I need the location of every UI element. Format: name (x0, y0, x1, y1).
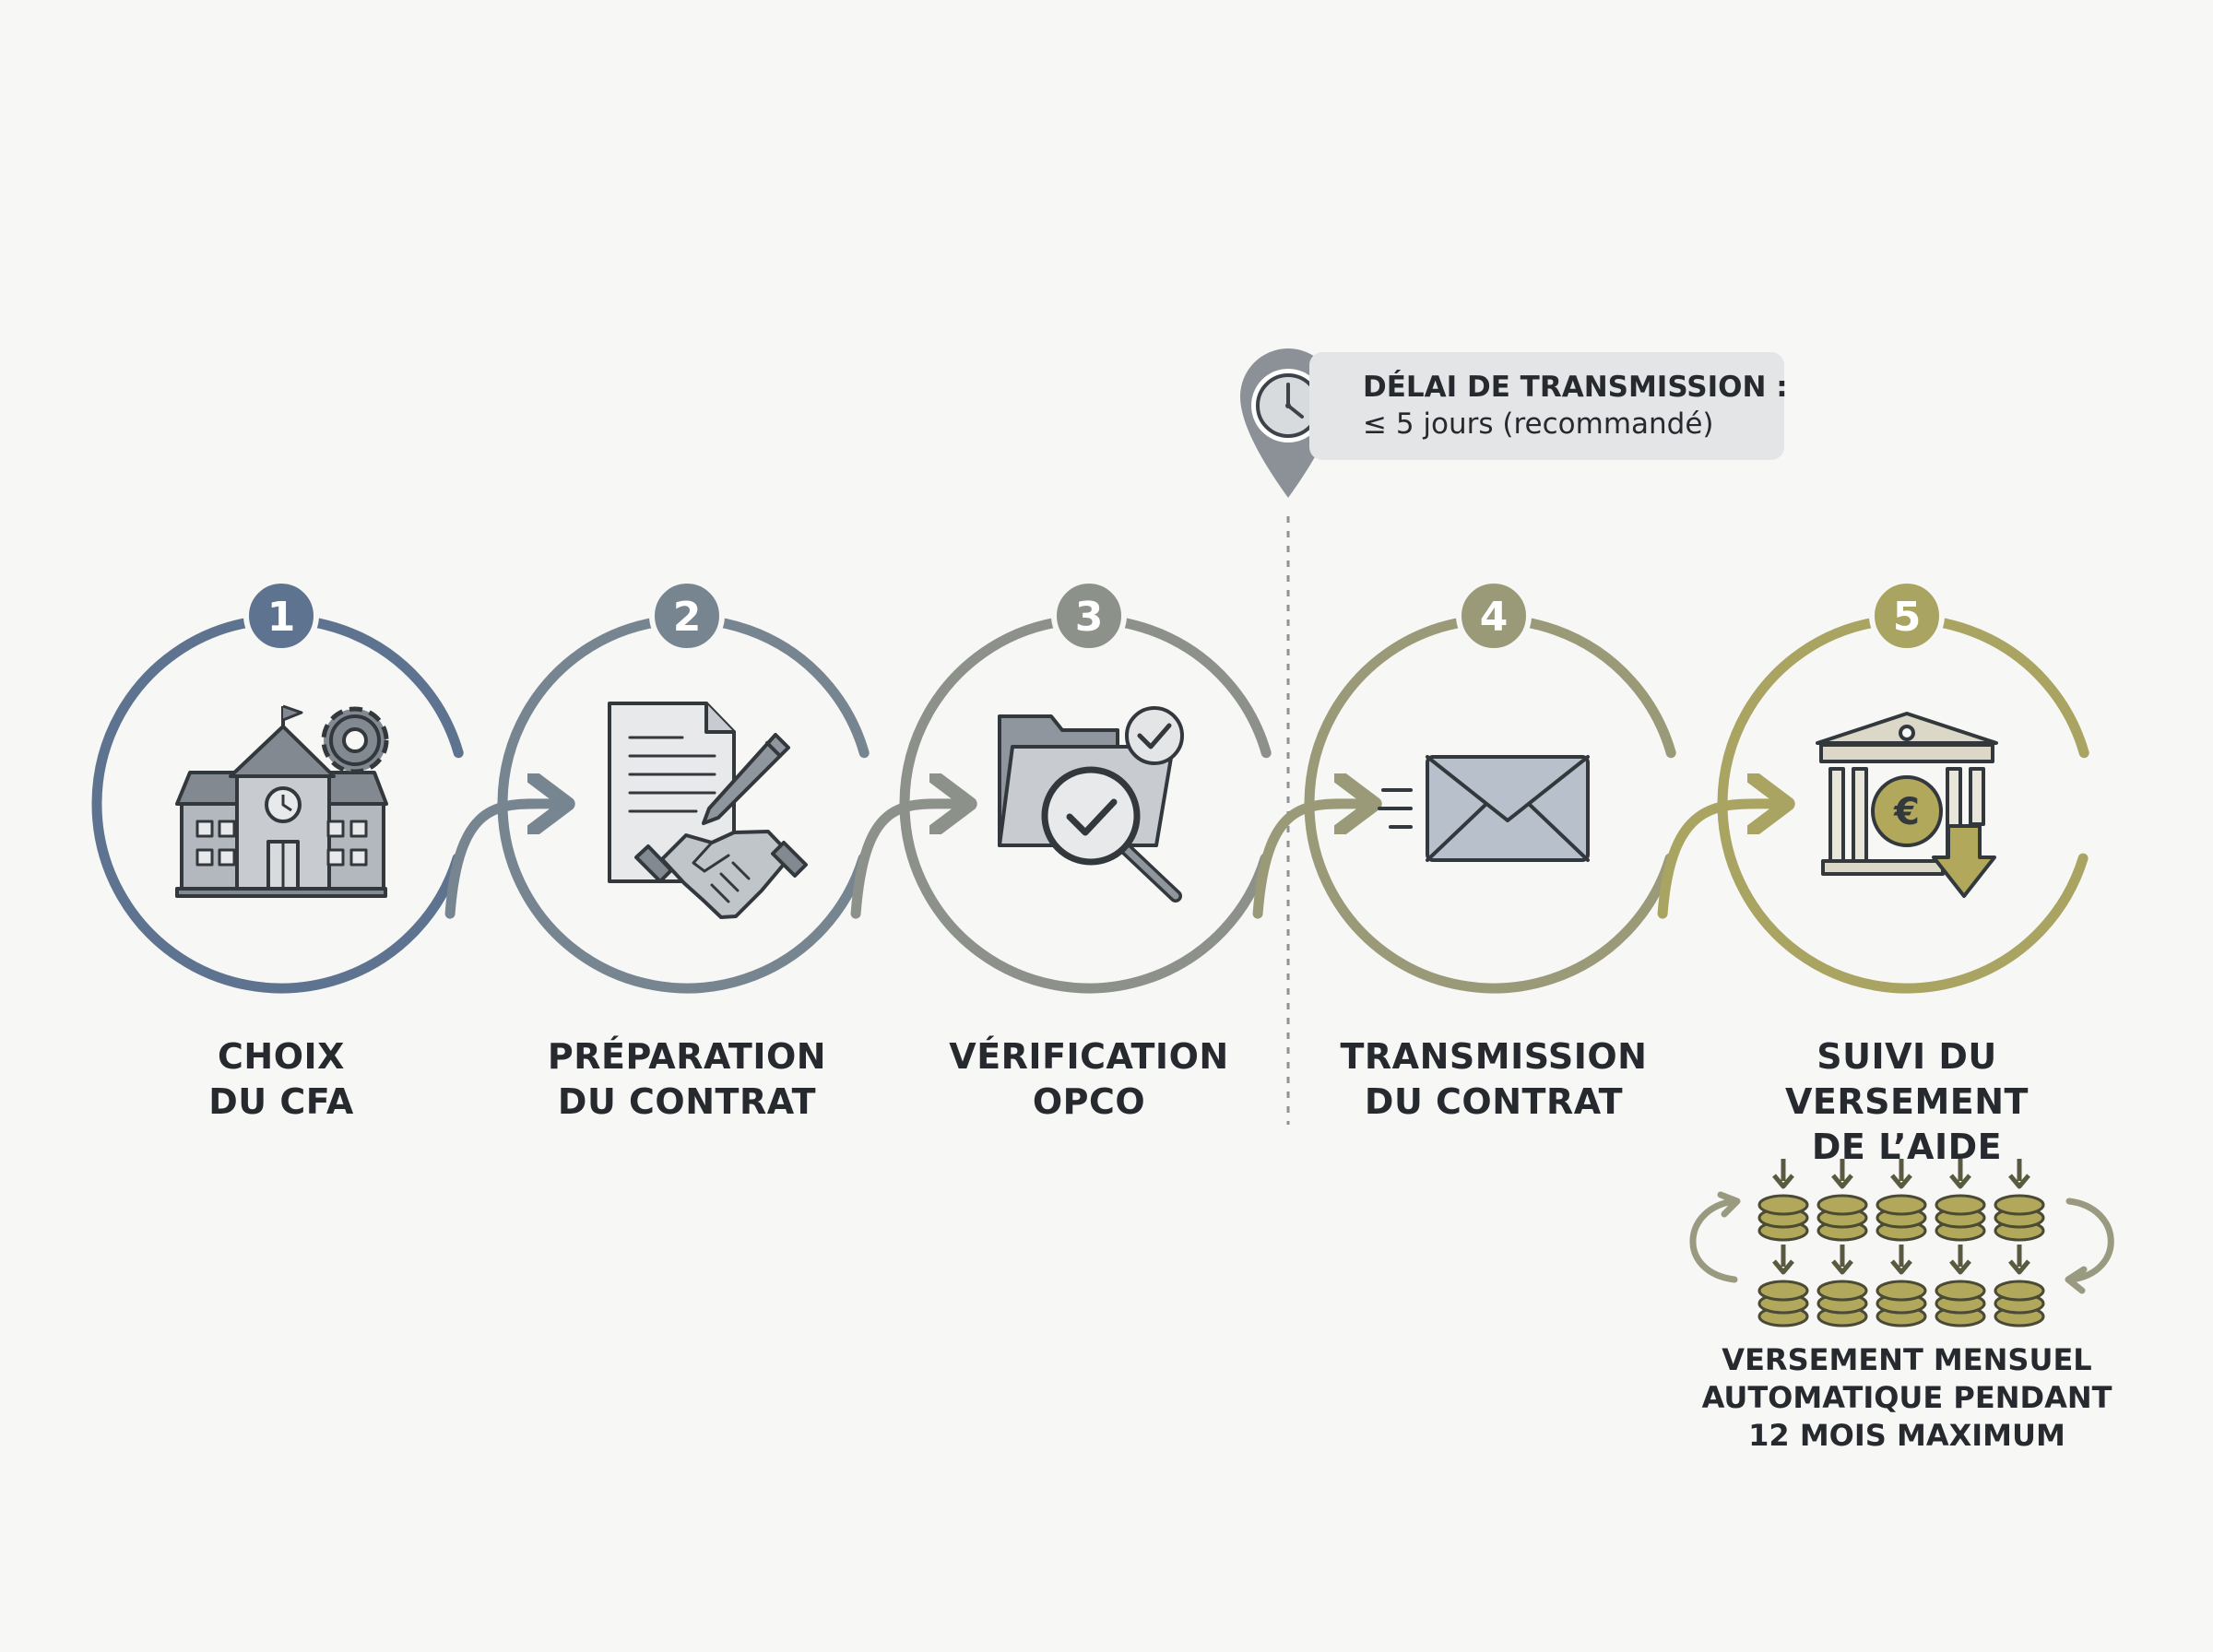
step-3-badge: 3 (1051, 578, 1127, 654)
coin-stack (1876, 1159, 1927, 1242)
envelope-icon (1378, 755, 1590, 862)
bank-euro-icon: € (1816, 712, 1998, 898)
coin-stack (1935, 1245, 1986, 1328)
magnifier-icon (1041, 766, 1182, 903)
step-1-number: 1 (267, 594, 296, 641)
contract-handshake-icon (608, 702, 808, 919)
step-2-badge: 2 (649, 578, 725, 654)
connector-arrow-3-4 (1252, 804, 1365, 919)
step-4-number: 4 (1480, 594, 1509, 641)
step-1-badge: 1 (243, 578, 319, 654)
step-4-label: TRANSMISSION DU CONTRAT (1340, 1036, 1648, 1122)
gear-icon (321, 706, 389, 774)
step-4-badge: 4 (1456, 578, 1532, 654)
transmission-callout (1309, 352, 1784, 460)
coin-stacks-icon (1757, 1159, 2045, 1328)
clock-icon (1256, 373, 1320, 438)
connector-arrow-4-5 (1657, 804, 1778, 919)
callout-title: DÉLAI DE TRANSMISSION : (1363, 371, 1788, 404)
step-5-number: 5 (1893, 594, 1922, 641)
coin-stack (1817, 1159, 1868, 1242)
coin-stack (1876, 1245, 1927, 1328)
payment-note: VERSEMENT MENSUEL AUTOMATIQUE PENDANT 12… (1701, 1342, 2112, 1453)
step-2-label: PRÉPARATION DU CONTRAT (547, 1036, 827, 1122)
coin-stack (1757, 1245, 1809, 1328)
connector-arrow-1-2 (444, 804, 558, 919)
coin-stack (1935, 1159, 1986, 1242)
coin-stack (1757, 1159, 1809, 1242)
step-1-ring (91, 614, 464, 994)
connector-arrow-2-3 (850, 804, 960, 919)
coin-stack (1994, 1159, 2045, 1242)
step-5-label: SUIVI DU VERSEMENT DE L’AIDE (1785, 1036, 2029, 1167)
svg-text:€: € (1893, 791, 1920, 833)
folder-search-icon (998, 706, 1184, 903)
step-5-badge: 5 (1869, 578, 1945, 654)
step-2-number: 2 (673, 594, 702, 641)
step-3-label: VÉRIFICATION OPCO (949, 1036, 1229, 1122)
callout-text: ≤ 5 jours (recommandé) (1363, 407, 1714, 441)
coin-stack (1817, 1245, 1868, 1328)
school-building-icon (175, 704, 389, 898)
check-badge-icon (1125, 706, 1184, 765)
step-1-label: CHOIX DU CFA (208, 1036, 354, 1122)
step-3-ring (899, 614, 1272, 994)
cycle-arrow-right-icon (2065, 1198, 2114, 1294)
step-3-number: 3 (1075, 594, 1104, 641)
pen-icon (702, 733, 790, 825)
handshake-icon (634, 830, 808, 919)
coin-stack (1994, 1245, 2045, 1328)
cycle-arrow-left-icon (1689, 1191, 1741, 1283)
